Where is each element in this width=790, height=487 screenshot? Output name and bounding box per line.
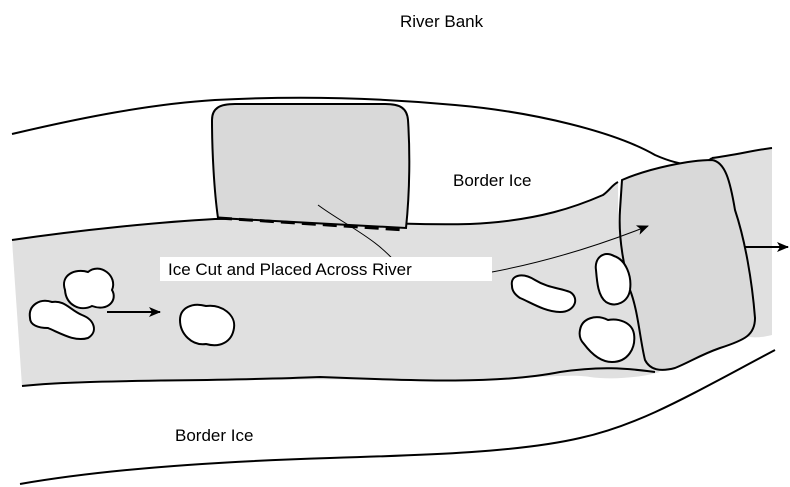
label-river-bank: River Bank — [400, 12, 484, 31]
ice-floe — [180, 305, 234, 345]
label-border-ice-top: Border Ice — [453, 171, 531, 190]
ice-floe — [64, 269, 114, 309]
label-border-ice-bottom: Border Ice — [175, 426, 253, 445]
ice-block — [212, 104, 409, 228]
label-ice-cut-caption: Ice Cut and Placed Across River — [168, 260, 412, 279]
